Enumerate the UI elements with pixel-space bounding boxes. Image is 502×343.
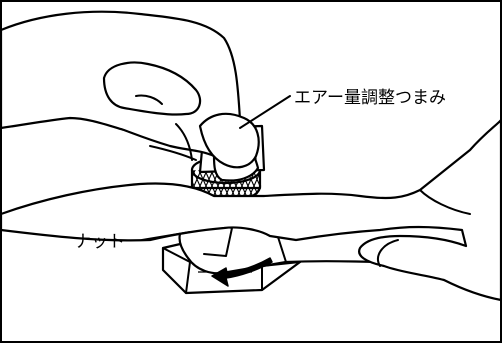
nut-leader-line <box>141 231 191 241</box>
nut-label: ナット <box>74 232 125 252</box>
rotation-arrow <box>211 257 273 287</box>
lower-hand <box>0 118 502 302</box>
air-adjust-knob-label: エアー量調整つまみ <box>294 88 446 108</box>
knob-leader-line <box>239 95 291 129</box>
upper-hand <box>0 10 260 182</box>
leader-lines <box>141 95 291 241</box>
